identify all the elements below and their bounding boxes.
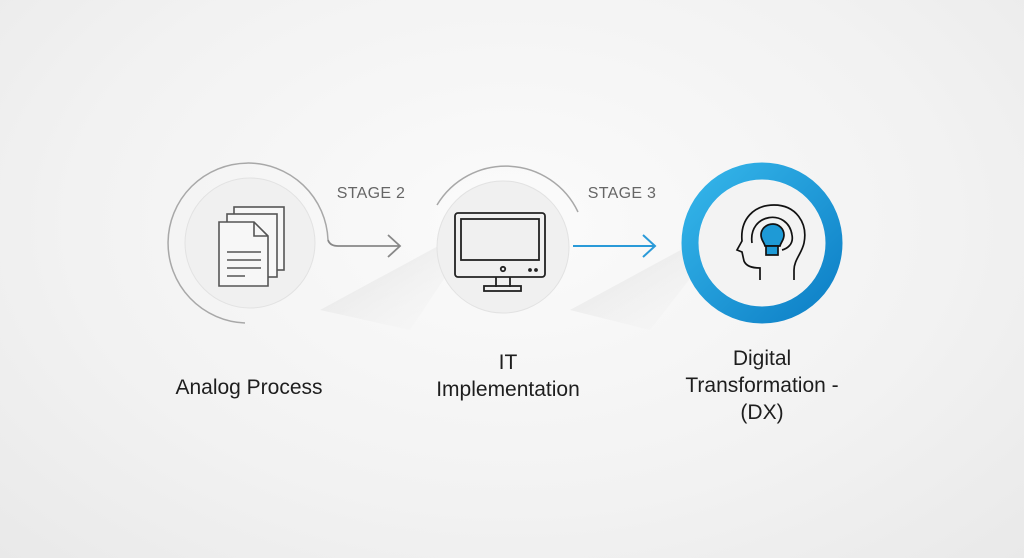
title-line: (DX) [740,401,784,424]
node-circle [699,180,825,306]
shadow [570,240,720,330]
connector-stage-2 [327,234,402,258]
arc-decoration [167,162,329,324]
node-circle [436,180,570,314]
stage-1-node [167,162,329,324]
highlight-ring [681,162,843,324]
shadow [320,240,470,330]
monitor-icon [454,212,546,292]
stage-3-title: Digital Transformation - (DX) [685,345,838,426]
title-line: Transformation - [685,374,839,397]
stage-2-label: STAGE 2 [336,185,406,202]
title-line: Implementation [436,378,580,401]
stage-3-node [681,162,843,324]
arrow-right-icon [642,234,657,258]
stage-3-label: STAGE 3 [587,185,657,202]
stage-1-title: Analog Process [175,376,323,399]
stage-2-node [436,165,579,314]
stage-2-title: IT Implementation [436,349,580,403]
title-line: IT [498,351,518,374]
connector-stage-3 [573,234,657,258]
title-line: Digital [732,347,792,370]
arc-decoration [436,165,579,213]
documents-icon [218,206,285,287]
arrow-right-icon [387,234,402,258]
head-lightbulb-icon [735,204,806,280]
